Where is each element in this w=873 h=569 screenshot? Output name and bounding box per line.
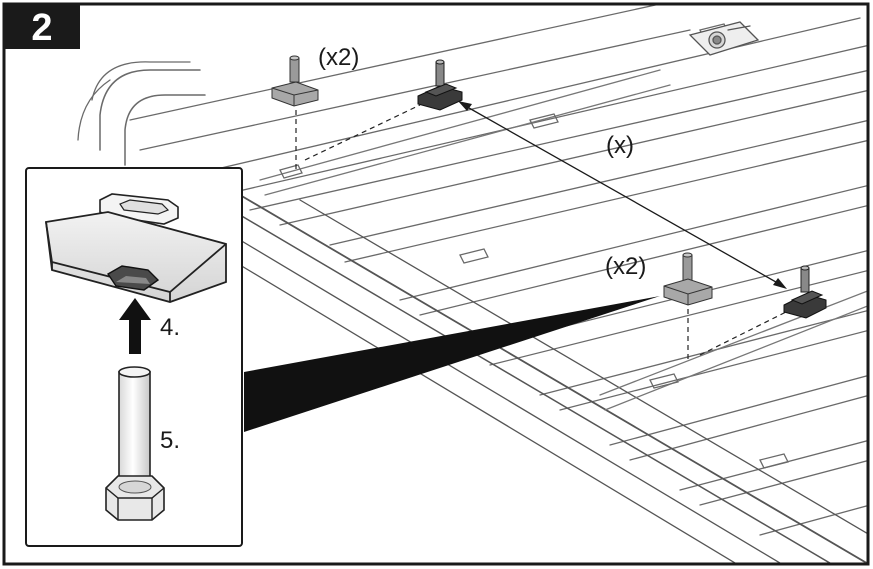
rack-side-rail — [239, 194, 868, 564]
guide-lines — [295, 104, 791, 360]
clamp-part — [417, 59, 463, 111]
spacing-dimension — [458, 101, 787, 289]
step-number: 2 — [31, 7, 52, 49]
qty-label-top: (x2) — [318, 44, 359, 71]
callout-wedge — [244, 296, 660, 432]
rack-middle-slats — [329, 119, 868, 536]
rack-corner-tube — [77, 61, 206, 166]
nut-step-label: 4. — [160, 314, 180, 341]
t-bolt-part — [663, 252, 713, 306]
qty-label-mid: (x2) — [605, 253, 646, 280]
spacing-label: (x) — [606, 132, 634, 159]
crossbar-upper — [259, 69, 671, 196]
hex-bolt-part — [105, 366, 165, 521]
step-badge: 2 — [4, 4, 80, 49]
roof-rack-scene — [77, 4, 868, 564]
rack-top-slats — [129, 4, 868, 226]
clamp-part — [783, 265, 827, 319]
inset-detail: 4. 5. — [25, 167, 243, 547]
t-bolt-part — [271, 55, 319, 107]
t-nut-part — [44, 193, 227, 303]
insert-arrow — [119, 298, 151, 354]
bolt-step-label: 5. — [160, 427, 180, 454]
rack-bracket — [688, 21, 760, 56]
